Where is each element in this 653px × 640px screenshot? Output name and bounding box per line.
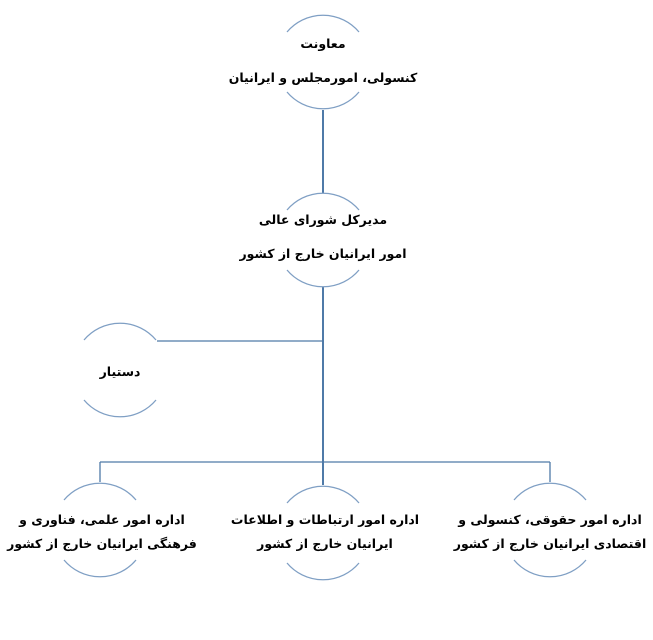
node-dept-science-line1: اداره امور علمی، فناوری و bbox=[19, 512, 185, 527]
node-dept-communications bbox=[286, 485, 360, 581]
node-dept-communications-line1: اداره امور ارتباطات و اطلاعات bbox=[230, 512, 420, 527]
node-dept-science bbox=[63, 482, 137, 578]
node-assistant-label: دستیار bbox=[100, 362, 141, 382]
node-dept-science-label: اداره امور علمی، فناوری و فرهنگی ایرانیا… bbox=[7, 510, 197, 554]
node-dept-science-line2: فرهنگی ایرانیان خارج از کشور bbox=[7, 536, 197, 551]
node-dept-legal bbox=[513, 482, 587, 578]
node-director-general-line2: امور ایرانیان خارج از کشور bbox=[239, 246, 407, 261]
node-deputy-line1: معاونت bbox=[300, 36, 346, 51]
node-assistant bbox=[83, 322, 157, 418]
node-dept-legal-line1: اداره امور حقوقی، کنسولی و bbox=[458, 512, 642, 527]
node-director-general-label: مدیرکل شورای عالی امور ایرانیان خارج از … bbox=[239, 210, 406, 264]
node-director-general-line1: مدیرکل شورای عالی bbox=[258, 212, 388, 227]
node-deputy-line2: کنسولی، امورمجلس و ایرانیان bbox=[228, 70, 418, 85]
node-assistant-line1: دستیار bbox=[99, 364, 141, 379]
node-dept-communications-label: اداره امور ارتباطات و اطلاعات ایرانیان خ… bbox=[231, 510, 419, 554]
node-dept-legal-line2: اقتصادی ایرانیان خارج از کشور bbox=[453, 536, 647, 551]
node-director-general bbox=[286, 192, 360, 288]
node-dept-communications-line2: ایرانیان خارج از کشور bbox=[257, 536, 393, 551]
node-deputy-label: معاونت کنسولی، امورمجلس و ایرانیان bbox=[229, 34, 418, 88]
node-dept-legal-label: اداره امور حقوقی، کنسولی و اقتصادی ایران… bbox=[454, 510, 646, 554]
node-deputy bbox=[286, 14, 360, 110]
